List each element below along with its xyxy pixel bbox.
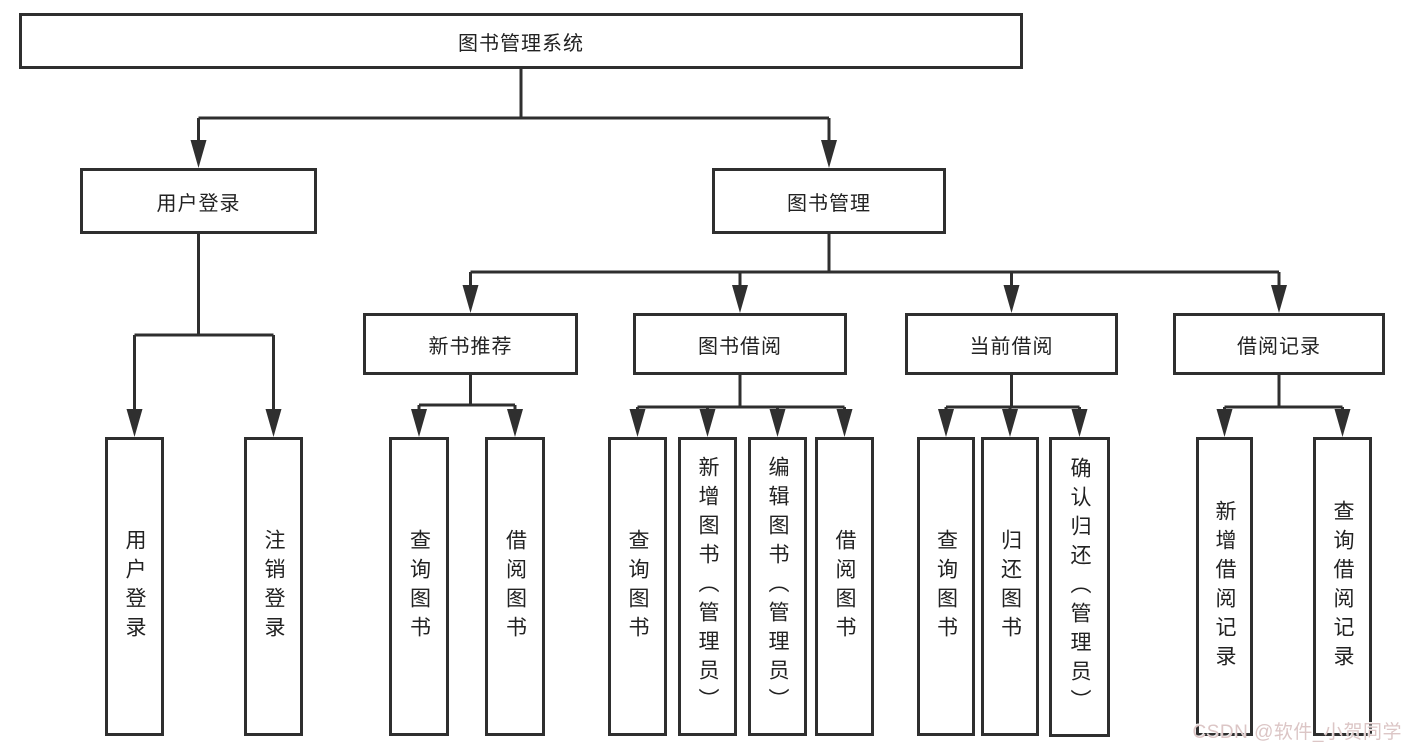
node-current-borrow: 当前借阅 bbox=[905, 313, 1118, 375]
root-node: 图书管理系统 bbox=[19, 13, 1023, 69]
node-borrow-records: 借阅记录 bbox=[1173, 313, 1385, 375]
watermark: CSDN @软件_小贺同学 bbox=[1192, 722, 1402, 743]
leaf-bb-add-books-admin: 新增图书（管理员） bbox=[678, 437, 737, 736]
leaf-bb-edit-books-admin: 编辑图书（管理员） bbox=[748, 437, 807, 736]
leaf-hist-query-record: 查询借阅记录 bbox=[1313, 437, 1372, 736]
node-new-book-recommend: 新书推荐 bbox=[363, 313, 578, 375]
leaf-bb-query-books: 查询图书 bbox=[608, 437, 667, 736]
leaf-cb-confirm-return-admin: 确认归还（管理员） bbox=[1049, 437, 1110, 737]
leaf-cb-return-books: 归还图书 bbox=[981, 437, 1039, 736]
leaf-nb-borrow-books: 借阅图书 bbox=[485, 437, 545, 736]
leaf-logout: 注销登录 bbox=[244, 437, 303, 736]
node-book-management: 图书管理 bbox=[712, 168, 946, 234]
leaf-cb-query-books: 查询图书 bbox=[917, 437, 975, 736]
node-book-borrow: 图书借阅 bbox=[633, 313, 847, 375]
arrowheads bbox=[126, 140, 1351, 437]
leaf-bb-borrow-books: 借阅图书 bbox=[815, 437, 874, 736]
leaf-user-login: 用户登录 bbox=[105, 437, 164, 736]
leaf-hist-add-record: 新增借阅记录 bbox=[1196, 437, 1253, 736]
node-user-login: 用户登录 bbox=[80, 168, 317, 234]
leaf-nb-query-books: 查询图书 bbox=[389, 437, 449, 736]
